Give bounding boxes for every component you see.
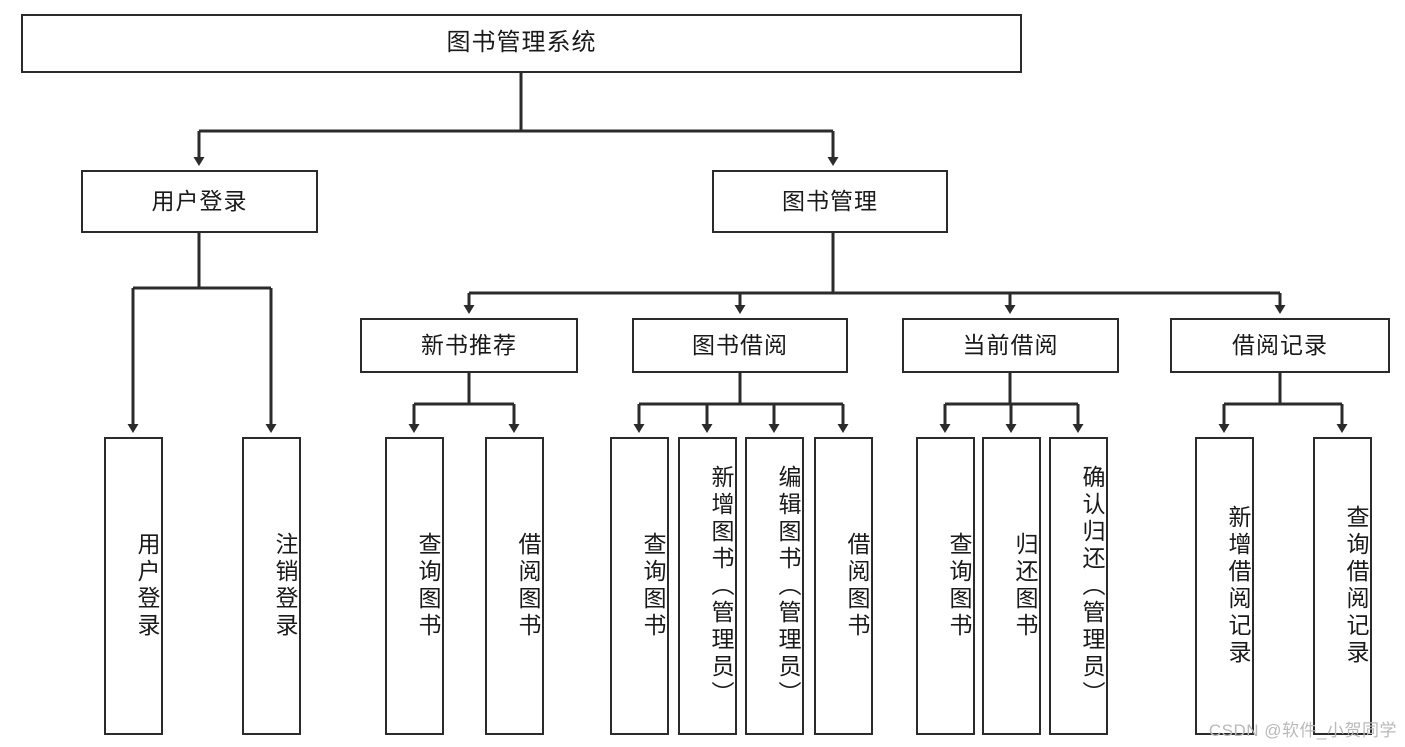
- leaf-current-borrow-query-book[interactable]: 查询图书: [916, 437, 975, 735]
- leaf-current-borrow-confirm-return-admin[interactable]: 确认归还（管理员）: [1049, 437, 1108, 735]
- leaf-current-borrow-return-book[interactable]: 归还图书: [982, 437, 1041, 735]
- leaf-new-book-borrow-book[interactable]: 借阅图书: [485, 437, 544, 735]
- node-label: 当前借阅: [962, 331, 1059, 358]
- leaf-borrow-record-query-record[interactable]: 查询借阅记录: [1313, 437, 1372, 735]
- node-label: 编辑图书（管理员）: [775, 464, 801, 708]
- node-label: 借阅图书: [515, 532, 541, 640]
- node-book-borrow[interactable]: 图书借阅: [632, 318, 848, 373]
- node-label: 图书管理系统: [446, 29, 597, 57]
- node-label: 新书推荐: [421, 331, 517, 358]
- node-label: 查询借阅记录: [1343, 505, 1369, 667]
- node-user-login[interactable]: 用户登录: [81, 170, 318, 233]
- node-label: 新增借阅记录: [1225, 505, 1251, 667]
- node-label: 注销登录: [272, 532, 298, 640]
- leaf-book-borrow-add-book-admin[interactable]: 新增图书（管理员）: [678, 437, 737, 735]
- node-new-book-recommend[interactable]: 新书推荐: [360, 318, 578, 373]
- node-label: 查询图书: [946, 532, 972, 640]
- node-label: 图书管理: [782, 187, 878, 214]
- node-label: 确认归还（管理员）: [1079, 464, 1105, 708]
- leaf-book-borrow-borrow-book[interactable]: 借阅图书: [814, 437, 873, 735]
- node-label: 借阅记录: [1232, 331, 1328, 358]
- node-label: 归还图书: [1012, 532, 1038, 640]
- node-label: 查询图书: [415, 532, 441, 640]
- leaf-borrow-record-add-record[interactable]: 新增借阅记录: [1195, 437, 1254, 735]
- node-borrow-record[interactable]: 借阅记录: [1170, 318, 1390, 373]
- node-label: 新增图书（管理员）: [708, 464, 734, 708]
- node-book-management[interactable]: 图书管理: [712, 170, 948, 233]
- leaf-book-borrow-query-book[interactable]: 查询图书: [610, 437, 669, 735]
- node-label: 用户登录: [151, 187, 248, 214]
- leaf-user-login-signout[interactable]: 注销登录: [242, 437, 301, 735]
- node-root-book-management-system[interactable]: 图书管理系统: [21, 14, 1022, 73]
- node-label: 查询图书: [640, 532, 666, 640]
- node-label: 借阅图书: [844, 532, 870, 640]
- leaf-user-login-signin[interactable]: 用户登录: [104, 437, 163, 735]
- leaf-new-book-query-book[interactable]: 查询图书: [385, 437, 444, 735]
- node-label: 用户登录: [134, 532, 160, 640]
- leaf-book-borrow-edit-book-admin[interactable]: 编辑图书（管理员）: [745, 437, 804, 735]
- node-label: 图书借阅: [692, 331, 788, 358]
- watermark: CSDN @软件_小贺同学: [1208, 721, 1397, 740]
- node-current-borrow[interactable]: 当前借阅: [902, 318, 1119, 373]
